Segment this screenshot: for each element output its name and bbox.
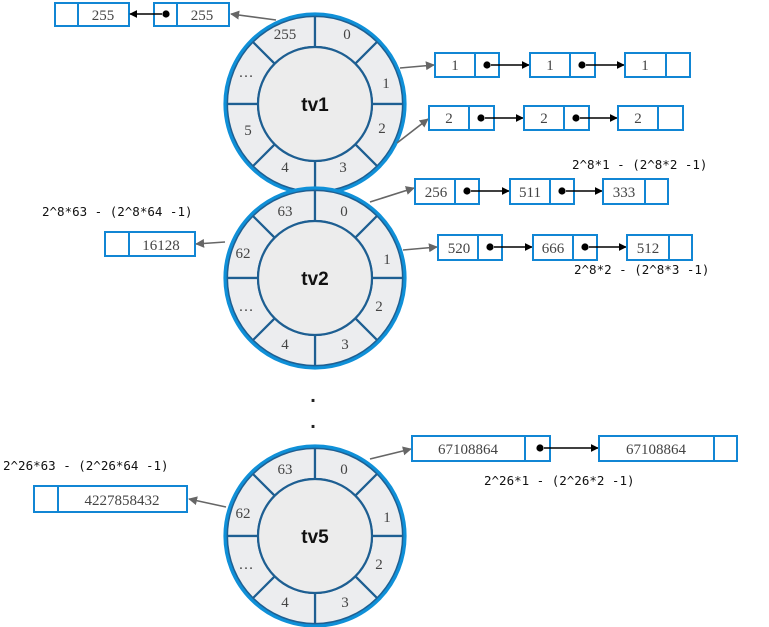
node-value: 1 [546,58,554,74]
node-value: 67108864 [438,442,499,458]
list-node [54,2,130,27]
list-node [104,231,196,257]
wheel-tv2-slot-3: 3 [341,337,349,353]
slot-pointer-arrow [188,496,227,508]
wheel-tv5-slot-2: 2 [375,557,383,573]
node-value: 2 [445,111,453,127]
wheel-tv1-hub [256,45,374,163]
wheel-tv1-slot-1: 1 [382,76,390,92]
node-value: 255 [191,8,214,24]
list-tv1-top: 255 255 [54,2,277,27]
range-label-tv2-slot1: 2^8*2 - (2^8*3 -1) [574,262,709,277]
wheel-tv5: tv5 63 0 1 2 3 4 … 62 [223,444,407,627]
node-value: 333 [613,185,636,201]
wheel-tv1-slot-4: 4 [281,160,289,176]
wheel-tv2-label: tv2 [301,269,328,290]
pointer-dot [477,114,485,122]
wheel-tv1-slot-ellipsis: … [239,65,254,81]
node-value: 256 [425,185,448,201]
wheel-tv1-slot-0: 0 [343,27,351,43]
list-node [602,178,669,205]
wheel-tv2-hub [256,219,374,337]
wheel-tv1-slot-2: 2 [378,121,386,137]
wheel-tv2-slot-4: 4 [281,337,289,353]
node-value: 511 [519,185,541,201]
node-value: 1 [641,58,649,74]
wheel-tv2-slot-63: 63 [278,204,293,220]
node-value: 1 [451,58,459,74]
slot-pointer-arrow [195,238,226,248]
wheel-tv2-slot-0: 0 [340,204,348,220]
node-value: 67108864 [626,442,687,458]
slot-pointer-arrow [369,446,412,460]
wheel-tv5-ring [223,444,407,627]
pointer-dot [578,61,586,69]
wheel-tv5-slot-0: 0 [340,462,348,478]
wheel-tv1-slot-5: 5 [244,123,252,139]
wheel-tv2: tv2 63 0 1 2 3 4 … 62 [223,186,407,370]
wheel-tv5-label: tv5 [301,527,329,548]
slot-pointer-arrow [396,118,429,144]
wheel-tv1-label: tv1 [301,95,329,116]
list-tv2-slot0: 2^8*1 - (2^8*2 -1) 256 511 333 [369,157,707,205]
range-label-tv5-slot0: 2^26*1 - (2^26*2 -1) [484,473,635,488]
list-tv1-slot1: 1 1 1 [399,52,691,78]
wheel-tv5-hub [256,477,374,595]
wheel-tv2-slot-62: 62 [236,246,251,262]
slot-pointer-arrow [399,61,435,71]
list-tv5-slot62: 2^26*63 - (2^26*64 -1) 4227858432 [3,458,227,513]
list-tv2-slot1: 520 666 512 2^8*2 - (2^8*3 -1) [402,234,709,277]
wheel-tv5-slot-62: 62 [236,506,251,522]
node-value: 520 [448,241,471,257]
range-label-tv2-slot63: 2^8*63 - (2^8*64 -1) [42,204,193,219]
list-node [624,52,691,78]
node-value: 512 [637,241,660,257]
vertical-ellipsis-dot: . [310,411,316,433]
node-value: 4227858432 [85,493,160,509]
wheel-tv2-slot-2: 2 [375,299,383,315]
pointer-dot [572,114,580,122]
pointer-dot [536,444,544,452]
list-tv5-slot0: 67108864 67108864 2^26*1 - (2^26*2 -1) [369,435,738,488]
slot-pointer-arrow [230,10,277,21]
pointer-dot [162,10,170,18]
list-node [617,105,684,131]
wheel-tv2-slot-1: 1 [383,252,391,268]
slot-pointer-arrow [402,243,438,253]
wheel-tv1-slot-3: 3 [339,160,347,176]
list-node [626,234,693,261]
pointer-dot [463,187,471,195]
pointer-dot [558,187,566,195]
node-value: 16128 [142,238,180,254]
wheel-tv5-slot-1: 1 [383,510,391,526]
wheel-tv5-slot-ellipsis: … [239,557,254,573]
node-value: 666 [542,241,565,257]
vertical-ellipsis-dot: . [310,385,316,407]
wheel-tv1: tv1 255 0 1 2 3 4 5 … [223,12,407,196]
wheel-tv2-ring [223,186,407,370]
node-value: 255 [92,8,115,24]
node-value: 2 [540,111,548,127]
range-label-tv2-slot0: 2^8*1 - (2^8*2 -1) [572,157,707,172]
wheel-tv2-segments [225,188,405,368]
pointer-dot [581,243,589,251]
wheel-tv2-slot-ellipsis: … [239,299,254,315]
node-value: 2 [634,111,642,127]
wheel-tv1-slot-255: 255 [274,27,297,43]
wheel-tv5-slot-63: 63 [278,462,293,478]
wheel-tv5-slot-4: 4 [281,595,289,611]
slot-pointer-arrow [369,186,415,203]
list-node [532,234,598,261]
wheel-tv5-slot-3: 3 [341,595,349,611]
pointer-dot [486,243,494,251]
list-node [33,485,188,513]
range-label-tv5-slot63: 2^26*63 - (2^26*64 -1) [3,458,169,473]
pointer-dot [483,61,491,69]
list-tv1-slot2: 2 2 2 [396,105,684,144]
list-tv2-slot62: 2^8*63 - (2^8*64 -1) 16128 [42,204,226,257]
